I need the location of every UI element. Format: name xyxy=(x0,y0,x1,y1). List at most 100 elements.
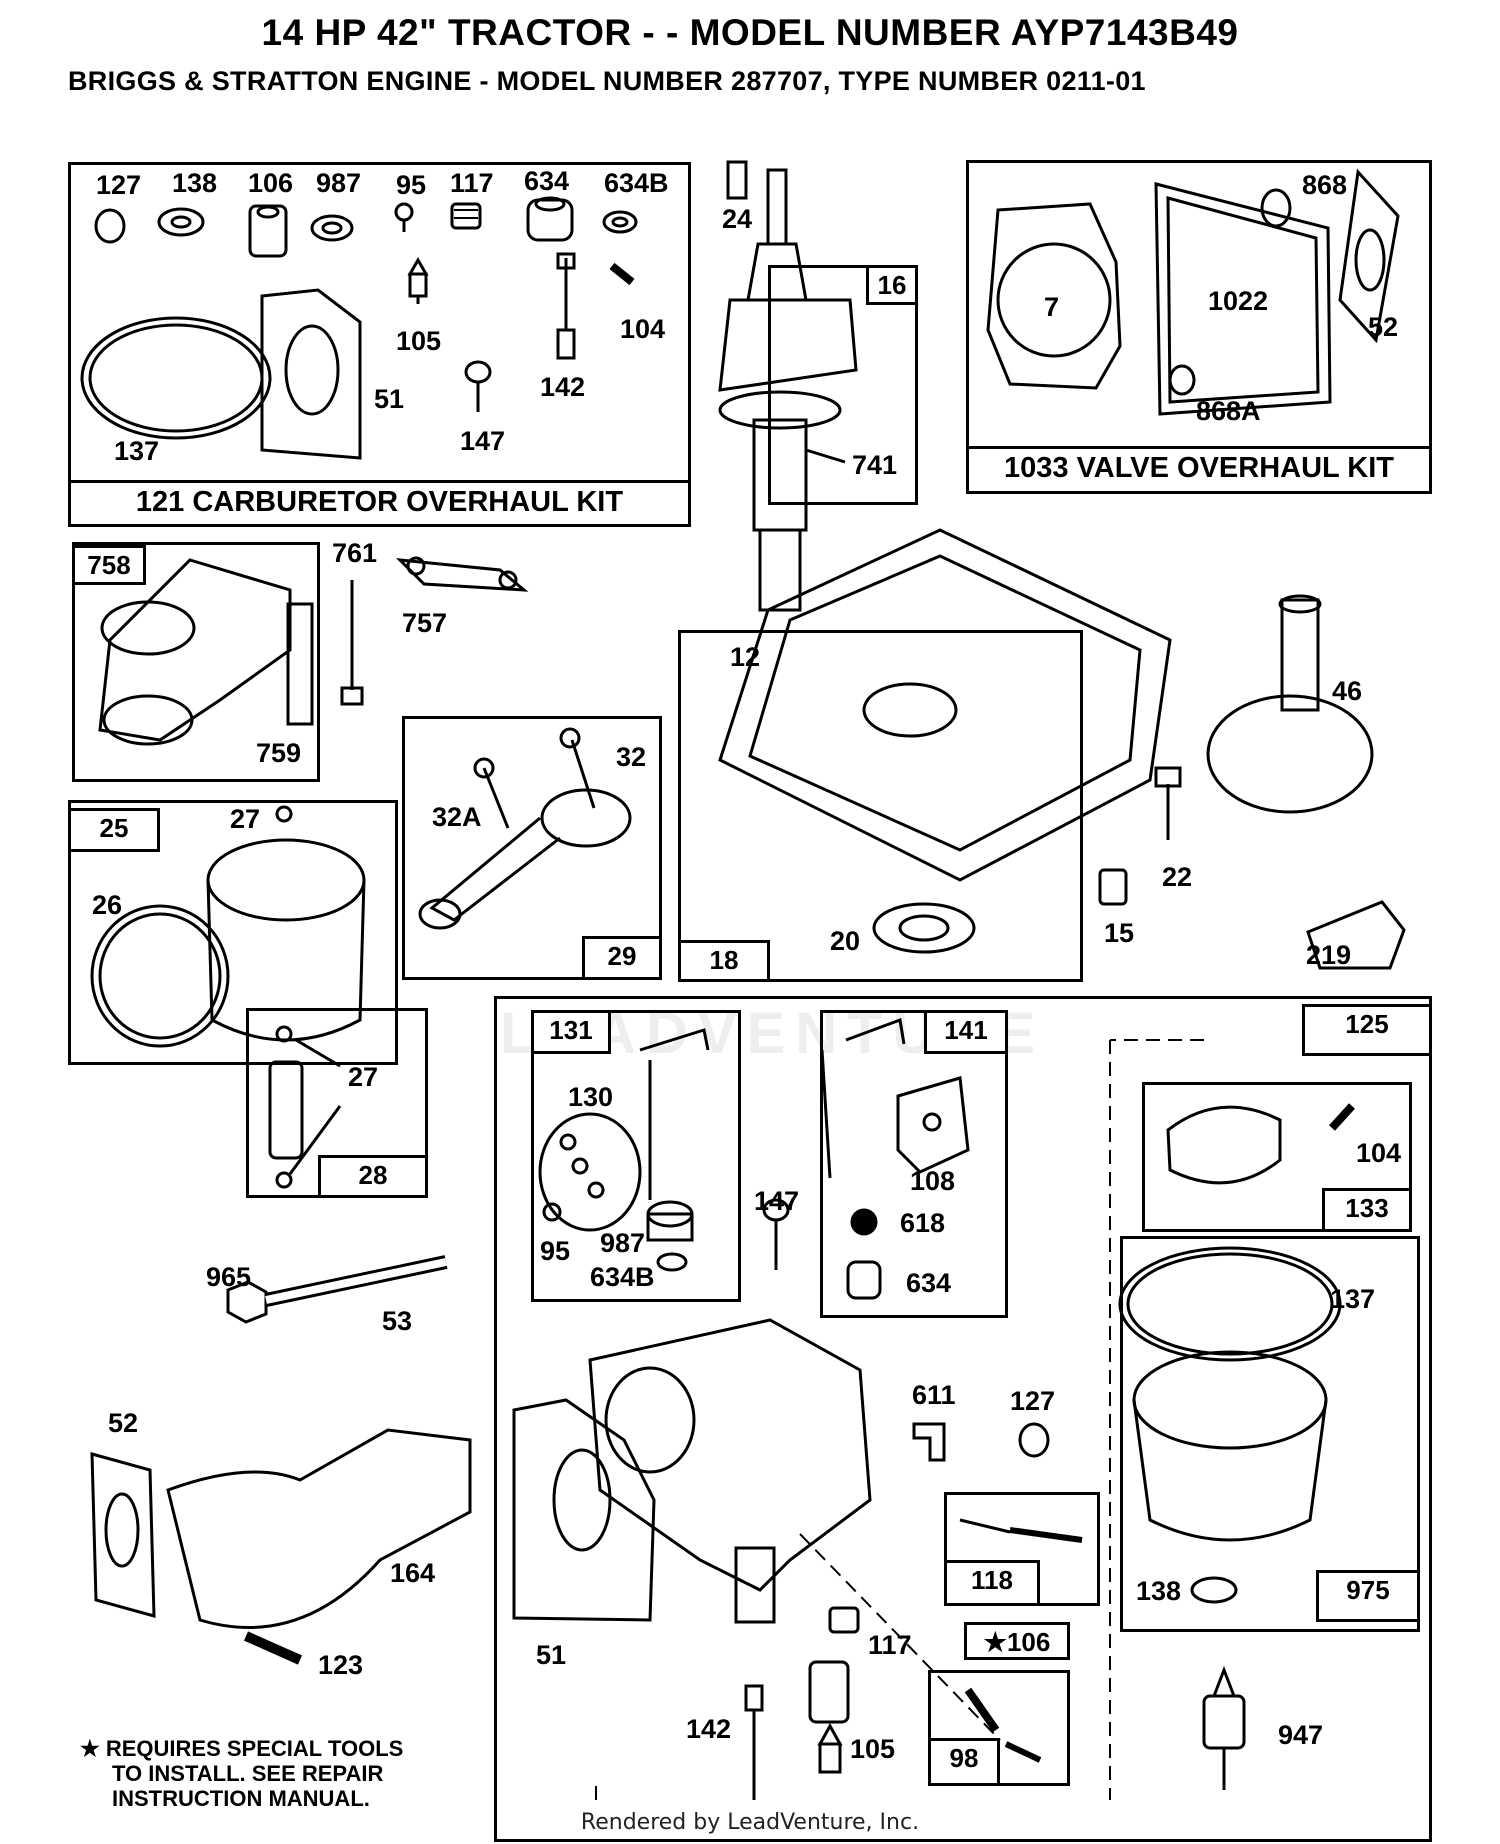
label-105-carb: 105 xyxy=(850,1734,896,1764)
part-757-drawing xyxy=(395,556,529,592)
part-142-carb-drawing xyxy=(744,1684,764,1800)
part-761-drawing xyxy=(340,580,364,706)
part-123-drawing xyxy=(243,1631,303,1665)
dash-line-carb xyxy=(595,1039,1204,1800)
tag-25: 25 xyxy=(68,808,160,852)
note-star-icon: ★ xyxy=(80,1736,100,1761)
label-117-carb: 117 xyxy=(868,1630,912,1660)
part-1022-drawing xyxy=(1154,182,1332,416)
part-147-carb-drawing xyxy=(762,1198,790,1270)
label-634b-carb: 634B xyxy=(590,1262,655,1292)
label-53: 53 xyxy=(382,1306,413,1336)
tag-106-special: ★106 xyxy=(964,1622,1070,1660)
part-759-drawing xyxy=(286,602,314,726)
label-127: 127 xyxy=(96,170,142,200)
note-line-2: TO INSTALL. SEE REPAIR xyxy=(112,1761,384,1786)
part-138-bowl-drawing xyxy=(1190,1576,1238,1604)
part-634-drawing xyxy=(526,196,574,242)
label-46: 46 xyxy=(1332,676,1363,706)
part-117-carb-drawing xyxy=(828,1606,860,1634)
part-28-drawing xyxy=(268,1025,342,1189)
label-24: 24 xyxy=(722,204,753,234)
float-bowl-box xyxy=(1120,1236,1420,1632)
label-761: 761 xyxy=(332,538,378,568)
label-611: 611 xyxy=(912,1380,956,1410)
tag-98: 98 xyxy=(928,1738,1000,1786)
label-138: 138 xyxy=(172,168,218,198)
label-117: 117 xyxy=(450,168,494,198)
tag-975: 975 xyxy=(1316,1570,1420,1622)
label-27-pin: 27 xyxy=(348,1062,379,1092)
label-759: 759 xyxy=(256,738,302,768)
star-icon: ★ xyxy=(983,1627,1007,1657)
part-219-drawing xyxy=(1306,900,1406,970)
label-51: 51 xyxy=(374,384,405,414)
part-95-carb-drawing xyxy=(542,1202,562,1222)
label-7: 7 xyxy=(1044,292,1060,322)
label-26: 26 xyxy=(92,890,123,920)
part-32-drawing xyxy=(559,727,596,809)
label-95: 95 xyxy=(396,170,427,200)
part-137-bowl-drawing xyxy=(1118,1246,1342,1362)
label-20: 20 xyxy=(830,926,861,956)
part-634b-drawing xyxy=(602,210,638,234)
tag-125: 125 xyxy=(1302,1004,1432,1056)
part-127-carb-drawing xyxy=(1018,1422,1050,1458)
tag-106-text: 106 xyxy=(1006,1627,1051,1657)
part-106-carb-drawing xyxy=(808,1660,850,1724)
part-46-drawing xyxy=(1206,594,1374,814)
label-108: 108 xyxy=(910,1166,956,1196)
part-117-drawing xyxy=(450,202,482,230)
part-98-drawing xyxy=(964,1687,1042,1763)
part-634-carb-drawing xyxy=(846,1260,882,1300)
label-104-float: 104 xyxy=(1356,1138,1402,1168)
part-95-drawing xyxy=(394,202,414,232)
label-52-intake: 52 xyxy=(108,1408,139,1438)
choke-shaft-drawing xyxy=(820,1017,906,1179)
page-title: 14 HP 42" TRACTOR - - MODEL NUMBER AYP71… xyxy=(261,12,1239,53)
tag-141: 141 xyxy=(924,1010,1008,1054)
label-741: 741 xyxy=(852,450,898,480)
part-127-drawing xyxy=(94,208,126,244)
part-52-valve-drawing xyxy=(1338,168,1400,344)
label-142: 142 xyxy=(540,372,586,402)
label-618: 618 xyxy=(900,1208,946,1238)
label-51-carb: 51 xyxy=(536,1640,567,1670)
part-618-drawing xyxy=(850,1208,878,1236)
float-box xyxy=(1142,1082,1412,1232)
part-965-drawing xyxy=(226,1280,268,1324)
crankcase-box xyxy=(678,630,1083,982)
special-tools-note: ★ REQUIRES SPECIAL TOOLS TO INSTALL. SEE… xyxy=(80,1736,403,1811)
part-105-carb-drawing xyxy=(817,1722,843,1774)
label-164: 164 xyxy=(390,1558,436,1588)
part-104-float-drawing xyxy=(1329,1103,1355,1131)
part-868a-drawing xyxy=(1168,364,1196,396)
page-subtitle: BRIGGS & STRATTON ENGINE - MODEL NUMBER … xyxy=(68,66,1146,96)
part-634b-carb-drawing xyxy=(656,1252,688,1272)
bracket-box xyxy=(72,542,320,782)
label-127-carb: 127 xyxy=(1010,1386,1056,1416)
gasket-51-drawing xyxy=(512,1398,656,1622)
part-142-drawing xyxy=(556,252,576,360)
part-51-drawing xyxy=(260,288,362,460)
part-987-drawing xyxy=(310,214,354,242)
piston-box xyxy=(68,800,398,1065)
tag-133: 133 xyxy=(1322,1188,1412,1232)
label-27-top: 27 xyxy=(230,804,261,834)
throttle-shaft-drawing xyxy=(639,1028,710,1200)
label-634-carb: 634 xyxy=(906,1268,952,1298)
label-868a: 868A xyxy=(1196,396,1261,426)
float-drawing xyxy=(1166,1105,1282,1185)
label-219: 219 xyxy=(1306,940,1352,970)
label-137: 137 xyxy=(114,436,160,466)
carburetor-kit-caption: 121 CARBURETOR OVERHAUL KIT xyxy=(135,486,624,518)
throttle-box xyxy=(531,1010,741,1302)
bowl-drawing xyxy=(1132,1350,1328,1542)
part-105-drawing xyxy=(407,256,429,304)
part-26-drawing xyxy=(90,904,230,1048)
tag-758: 758 xyxy=(72,545,146,585)
label-32: 32 xyxy=(616,742,647,772)
part-piston-drawing xyxy=(206,838,366,1042)
label-104: 104 xyxy=(620,314,666,344)
crankshaft-box xyxy=(768,265,918,505)
